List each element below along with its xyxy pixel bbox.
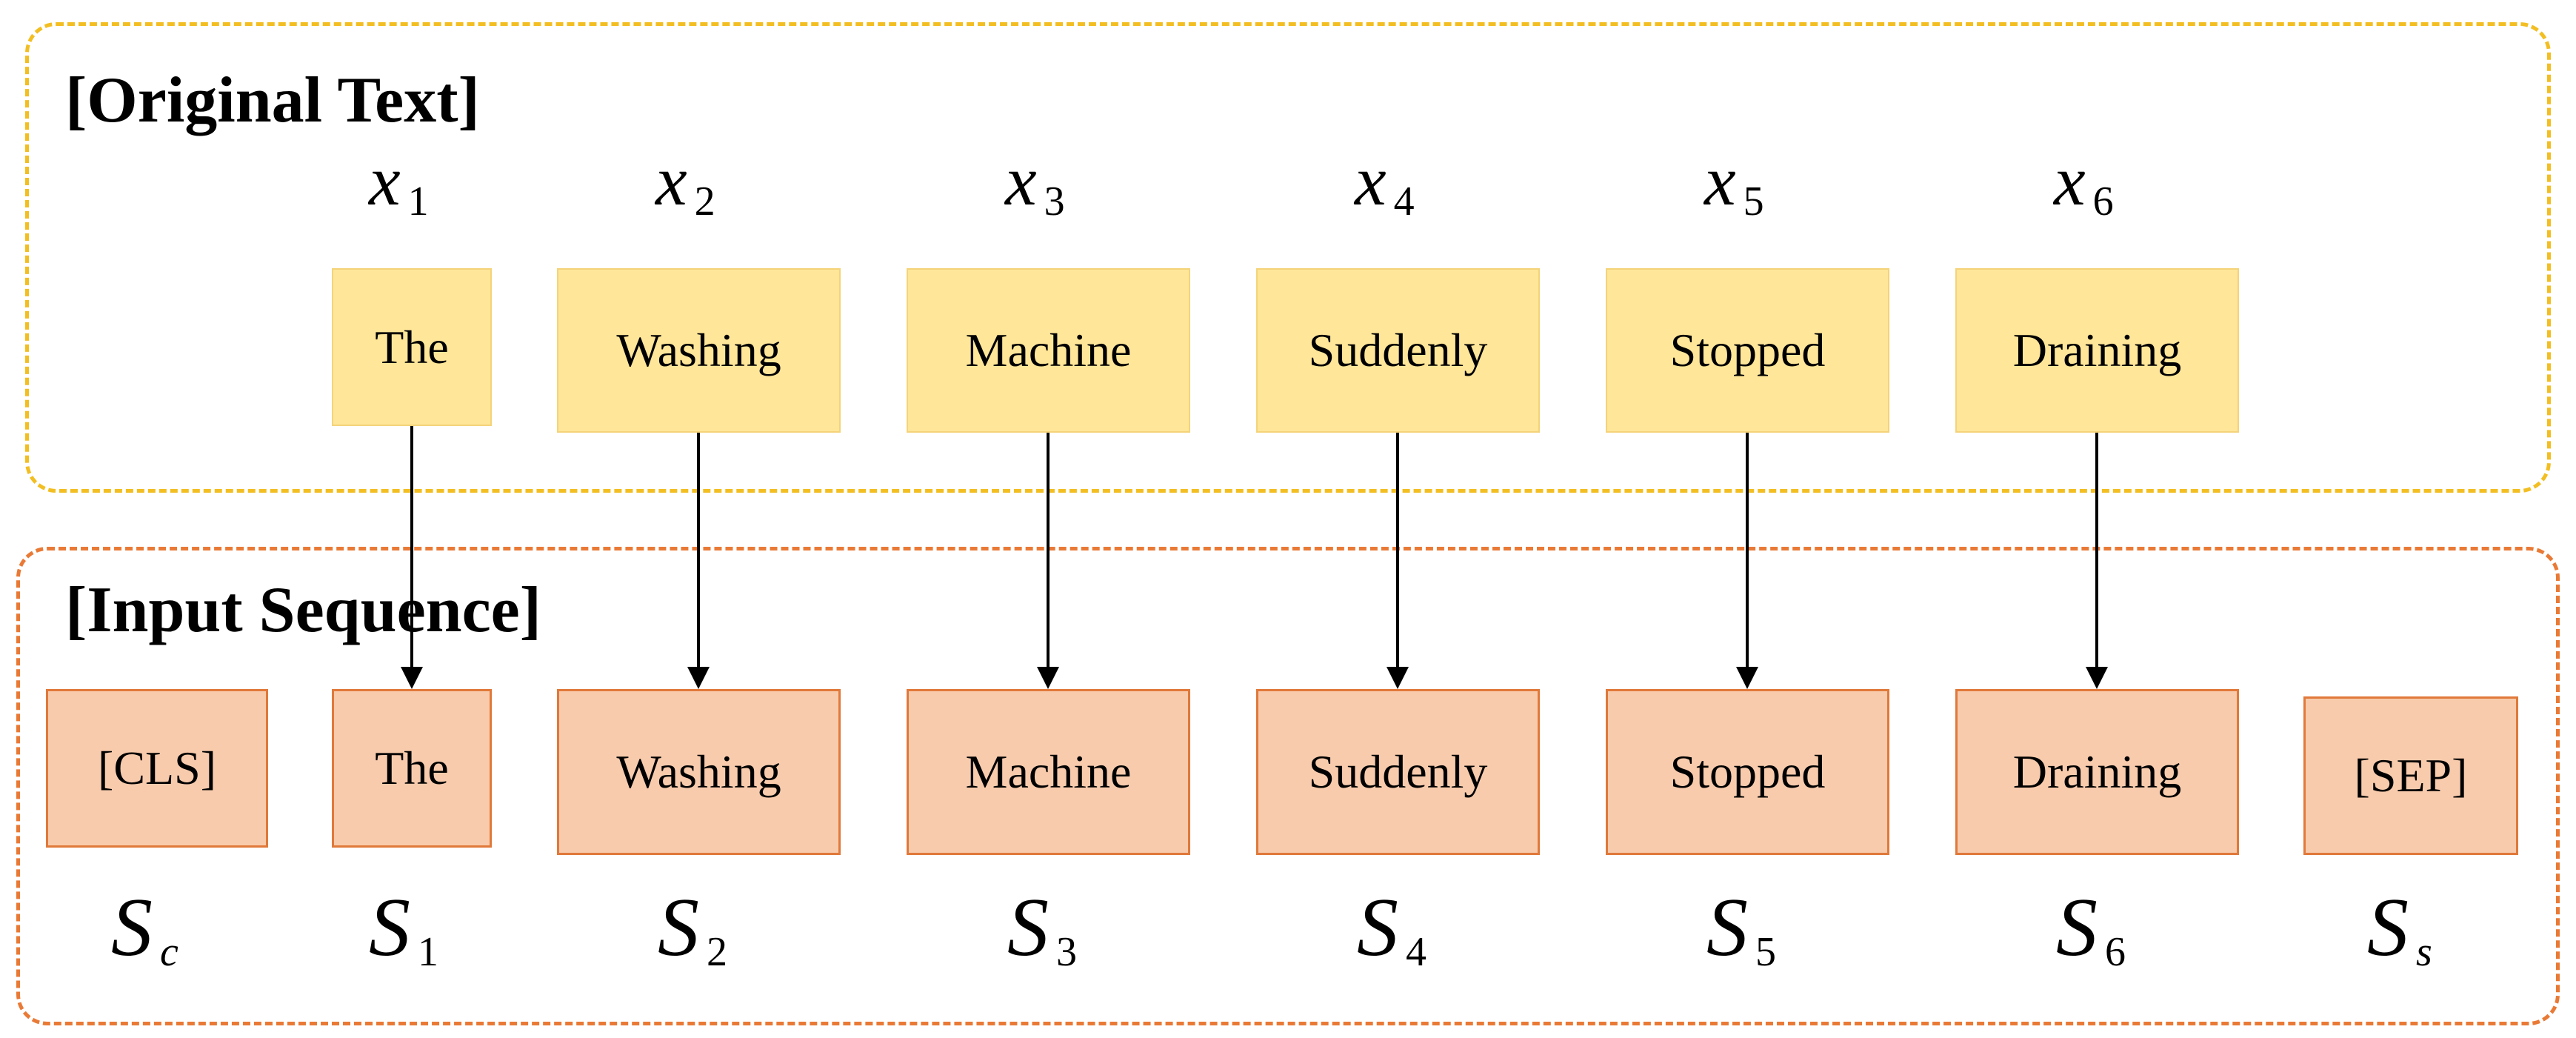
arrow-down-icon [1037, 433, 1059, 689]
original-text-group [25, 22, 2551, 493]
arrow-down-icon [1387, 433, 1409, 689]
original-token-6: Draining [1955, 268, 2239, 433]
original-token-4: Suddenly [1256, 268, 1540, 433]
input-token-3: Machine [907, 689, 1190, 855]
input-token-1: The [332, 689, 492, 848]
arrow-down-icon [687, 433, 710, 689]
arrow-down-icon [1736, 433, 1758, 689]
input-token-5: Stopped [1606, 689, 1889, 855]
original-token-2: Washing [557, 268, 841, 433]
input-sequence-group [16, 547, 2560, 1025]
input-token-6: Draining [1955, 689, 2239, 855]
original-token-5: Stopped [1606, 268, 1889, 433]
arrow-down-icon [401, 426, 423, 689]
original-token-3: Machine [907, 268, 1190, 433]
input-token-4: Suddenly [1256, 689, 1540, 855]
arrow-down-icon [2086, 433, 2108, 689]
original-text-title: [Original Text] [65, 64, 480, 136]
input-token-sep: [SEP] [2303, 696, 2518, 855]
input-token-cls: [CLS] [46, 689, 268, 848]
input-token-2: Washing [557, 689, 841, 855]
input-sequence-title: [Input Sequence] [65, 574, 541, 646]
original-token-1: The [332, 268, 492, 426]
